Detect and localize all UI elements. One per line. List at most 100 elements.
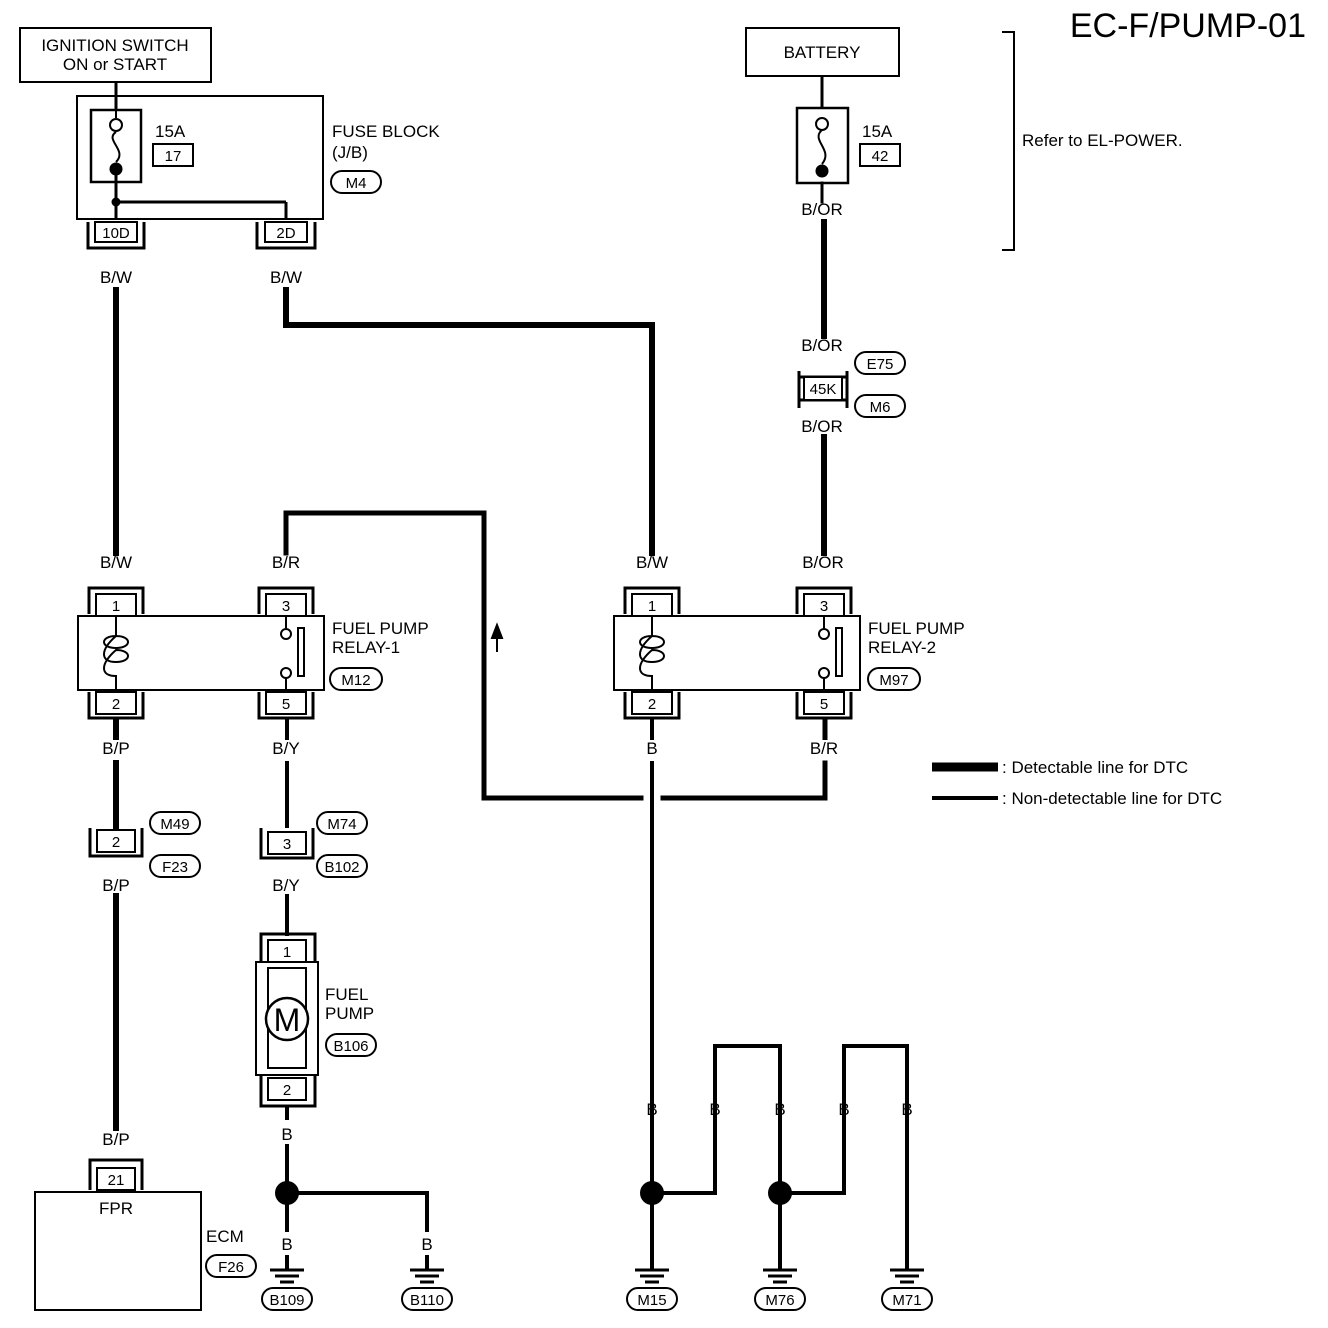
wire-label-bor-fuse: B/OR [801,200,843,219]
wire-label-b-b110: B [421,1235,432,1254]
wire-label-b-m71: B [901,1100,912,1119]
fuse-block-connector: M4 [346,175,367,192]
ecm-connector: F26 [218,1259,244,1276]
wire-label-bw-relay1: B/W [100,553,132,572]
current-arrow-icon [490,622,504,652]
fuel-pump-label-line2: PUMP [325,1004,374,1023]
relay1-label-line2: RELAY-1 [332,638,400,657]
wire-label-bw-10d: B/W [100,268,132,287]
ground-m71-label: M71 [892,1292,921,1309]
diagram-title: EC-F/PUMP-01 [1070,7,1306,45]
relay1-coil-icon [103,616,129,690]
motor-label: M [274,1002,301,1038]
ground-b109-label: B109 [269,1292,304,1309]
fuel-pump-pin-2: 2 [283,1082,291,1099]
ecm: 21 FPR ECM F26 [34,1158,257,1311]
relay1-pin-3: 3 [282,598,290,615]
ground-m76: M76 [754,1268,806,1311]
wire-label-bp-ecm: B/P [102,1130,129,1149]
relay1-label-line1: FUEL PUMP [332,619,429,638]
ground-m71: M71 [881,1268,933,1311]
legend: : Detectable line for DTC : Non-detectab… [932,758,1222,808]
fuse-block: 15A 17 FUSE BLOCK (J/B) M4 [76,95,440,220]
wire-labels: B/OR B/W B/W B/OR B/OR B/W B/R B/W B/OR … [100,200,913,1254]
fuse-block-label-line2: (J/B) [332,143,368,162]
fuse-42: 15A 42 [795,106,901,185]
relay2-pin-3: 3 [820,598,828,615]
relay2-connector: M97 [879,672,908,689]
ecm-label: ECM [206,1227,244,1246]
fuse-block-label-line1: FUSE BLOCK [332,122,440,141]
wire-label-b-b109: B [281,1235,292,1254]
pin-2d: 2D [276,225,295,242]
relay2-label-line2: RELAY-2 [868,638,936,657]
ground-b109: B109 [261,1268,313,1311]
pin-10d: 10D [102,225,130,242]
wire-b-m76-m71 [778,1044,909,1232]
connector-e75: E75 [867,356,894,373]
ground-m76-label: M76 [765,1292,794,1309]
motor-icon [264,996,310,1042]
relay1-pin-5: 5 [282,696,290,713]
refer-note: Refer to EL-POWER. [1022,131,1183,150]
connector-m6: M6 [870,399,891,416]
wire-label-bw-2d: B/W [270,268,302,287]
wire-label-by-relay1: B/Y [272,739,299,758]
wire-b-m15-m76 [650,1044,782,1232]
relay2-label-line1: FUEL PUMP [868,619,965,638]
legend-non-detectable-text: : Non-detectable line for DTC [1002,789,1222,808]
wire-label-bor-m6: B/OR [801,417,843,436]
battery-label: BATTERY [784,43,861,62]
fuel-pump-relay-2: 1 3 2 5 FUEL PUMP RELAY-2 M97 [613,586,965,720]
reference-bracket [1002,31,1015,251]
wire-bw-relay2 [283,287,655,556]
fuel-pump-pin-1: 1 [283,944,291,961]
fuse-17-element [111,110,121,163]
joint-connector-m49-f23: 2 M49 F23 [88,811,201,878]
wire-label-br-relay2: B/R [810,739,838,758]
battery: BATTERY [745,27,900,77]
joint-connector-m74-b102: 3 M74 B102 [259,811,368,878]
relay1-pin-2: 2 [112,696,120,713]
ecm-pin-21: 21 [108,1172,125,1189]
wire-label-b-m76: B [774,1100,785,1119]
wire-label-b-relay2: B [646,739,657,758]
ground-b110: B110 [401,1268,453,1311]
connector-2d: 2D [255,221,317,250]
relay1-connector: M12 [341,672,370,689]
wire-b-b110 [285,1191,429,1232]
joint-m74-pin: 3 [283,836,291,853]
connector-b102: B102 [324,859,359,876]
wire-label-bor-e75: B/OR [801,336,843,355]
fuse-42-rating: 15A [862,122,893,141]
pin-45k: 45K [810,381,837,398]
ground-b110-label: B110 [410,1292,444,1309]
ecm-terminal-fpr: FPR [99,1199,133,1218]
wire-label-b-m76-left: B [709,1100,720,1119]
wire-label-b-m71-left: B [838,1100,849,1119]
relay2-coil-icon [639,616,665,690]
wire-br-loop [283,510,644,801]
splice-b109-b110 [275,1181,299,1205]
wire-br-relay2-out [660,760,828,801]
legend-detectable-text: : Detectable line for DTC [1002,758,1188,777]
wire-label-bp-f23: B/P [102,876,129,895]
ignition-switch-line1: IGNITION SWITCH [41,36,188,55]
relay2-pin-2: 2 [648,696,656,713]
wire-label-b-pump: B [281,1125,292,1144]
connector-m49: M49 [160,816,189,833]
connector-f23: F23 [162,859,188,876]
wire-label-br-relay1: B/R [272,553,300,572]
fuse-17-number: 17 [165,148,182,165]
ignition-switch-line2: ON or START [63,55,167,74]
fuel-pump-connector: B106 [333,1038,368,1055]
joint-m49-pin: 2 [112,834,120,851]
connector-m74: M74 [327,816,356,833]
ground-m15-label: M15 [637,1292,666,1309]
relay2-switch-icon [818,616,843,690]
wire-label-by-b102: B/Y [272,876,299,895]
wires [113,181,909,1232]
relay2-pin-5: 5 [820,696,828,713]
ignition-switch: IGNITION SWITCH ON or START [19,27,212,83]
